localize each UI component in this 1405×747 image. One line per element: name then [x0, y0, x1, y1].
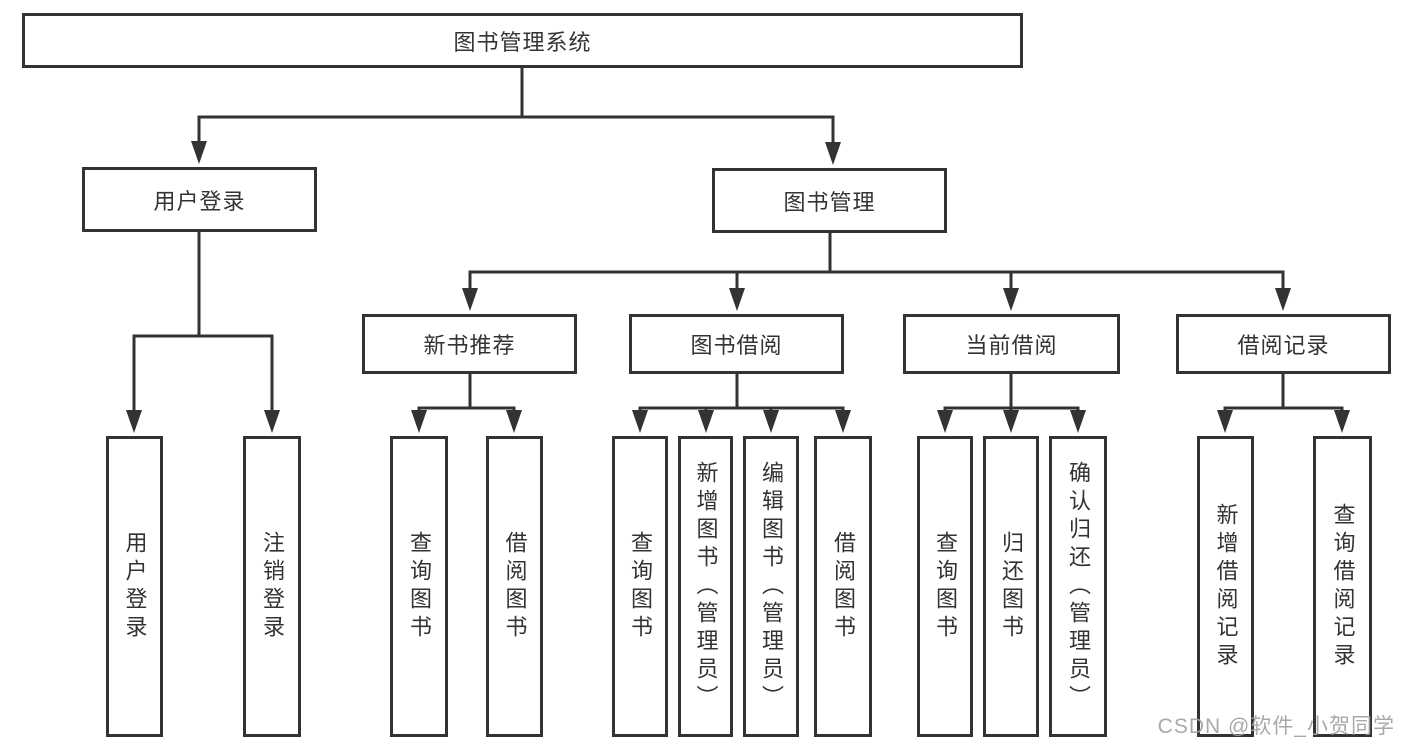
node-book-mgmt-label: 图书管理 — [783, 189, 876, 215]
connector-book-mgmt-children — [462, 233, 1291, 311]
leaf-br-query-record: 查询借阅记录 — [1313, 436, 1372, 737]
leaf-cb-query-books: 查询图书 — [917, 436, 973, 737]
leaf-logout-label: 注销登录 — [260, 530, 285, 643]
leaf-bb-borrow-books-label: 借阅图书 — [831, 530, 856, 643]
node-user-login: 用户登录 — [82, 167, 317, 232]
node-borrow-record: 借阅记录 — [1176, 314, 1391, 374]
leaf-user-login: 用户登录 — [106, 436, 163, 737]
connector-current-borrow-children — [937, 374, 1086, 433]
leaf-bb-borrow-books: 借阅图书 — [814, 436, 872, 737]
node-new-book-rec: 新书推荐 — [362, 314, 577, 374]
connector-borrow-record-children — [1217, 374, 1350, 433]
leaf-rec-query-books-label: 查询图书 — [407, 530, 432, 643]
leaf-bb-add-books: 新增图书（管理员） — [678, 436, 733, 737]
node-borrow-record-label: 借阅记录 — [1237, 333, 1330, 358]
node-new-book-rec-label: 新书推荐 — [423, 333, 516, 358]
connector-new-book-rec-children — [411, 374, 522, 433]
leaf-br-add-record-label: 新增借阅记录 — [1213, 502, 1239, 671]
csdn-watermark: CSDN @软件_小贺同学 — [1157, 715, 1395, 738]
leaf-logout: 注销登录 — [243, 436, 301, 737]
node-current-borrow-label: 当前借阅 — [965, 333, 1058, 358]
connector-book-borrow-children — [632, 374, 851, 433]
leaf-bb-query-books-label: 查询图书 — [628, 530, 653, 643]
leaf-rec-borrow-books-label: 借阅图书 — [502, 530, 528, 643]
leaf-cb-return-books-label: 归还图书 — [999, 530, 1024, 643]
leaf-bb-edit-books-label: 编辑图书（管理员） — [759, 460, 784, 713]
leaf-br-add-record: 新增借阅记录 — [1197, 436, 1254, 737]
node-user-login-label: 用户登录 — [153, 188, 246, 214]
leaf-cb-query-books-label: 查询图书 — [933, 530, 958, 643]
connector-user-login-children — [126, 232, 280, 433]
leaf-bb-query-books: 查询图书 — [612, 436, 668, 737]
leaf-rec-query-books: 查询图书 — [390, 436, 448, 737]
node-current-borrow: 当前借阅 — [903, 314, 1120, 374]
leaf-br-query-record-label: 查询借阅记录 — [1330, 502, 1356, 671]
leaf-cb-confirm-return-label: 确认归还（管理员） — [1066, 460, 1091, 713]
leaf-bb-edit-books: 编辑图书（管理员） — [743, 436, 799, 737]
node-root: 图书管理系统 — [22, 13, 1023, 68]
node-book-mgmt: 图书管理 — [712, 168, 947, 233]
leaf-user-login-label: 用户登录 — [122, 530, 148, 643]
connector-root-to-level2 — [191, 68, 841, 165]
leaf-bb-add-books-label: 新增图书（管理员） — [693, 460, 719, 713]
node-book-borrow-label: 图书借阅 — [690, 333, 783, 358]
leaf-cb-return-books: 归还图书 — [983, 436, 1039, 737]
node-book-borrow: 图书借阅 — [629, 314, 844, 374]
leaf-cb-confirm-return: 确认归还（管理员） — [1049, 436, 1107, 737]
leaf-rec-borrow-books: 借阅图书 — [486, 436, 543, 737]
node-root-label: 图书管理系统 — [453, 29, 592, 55]
